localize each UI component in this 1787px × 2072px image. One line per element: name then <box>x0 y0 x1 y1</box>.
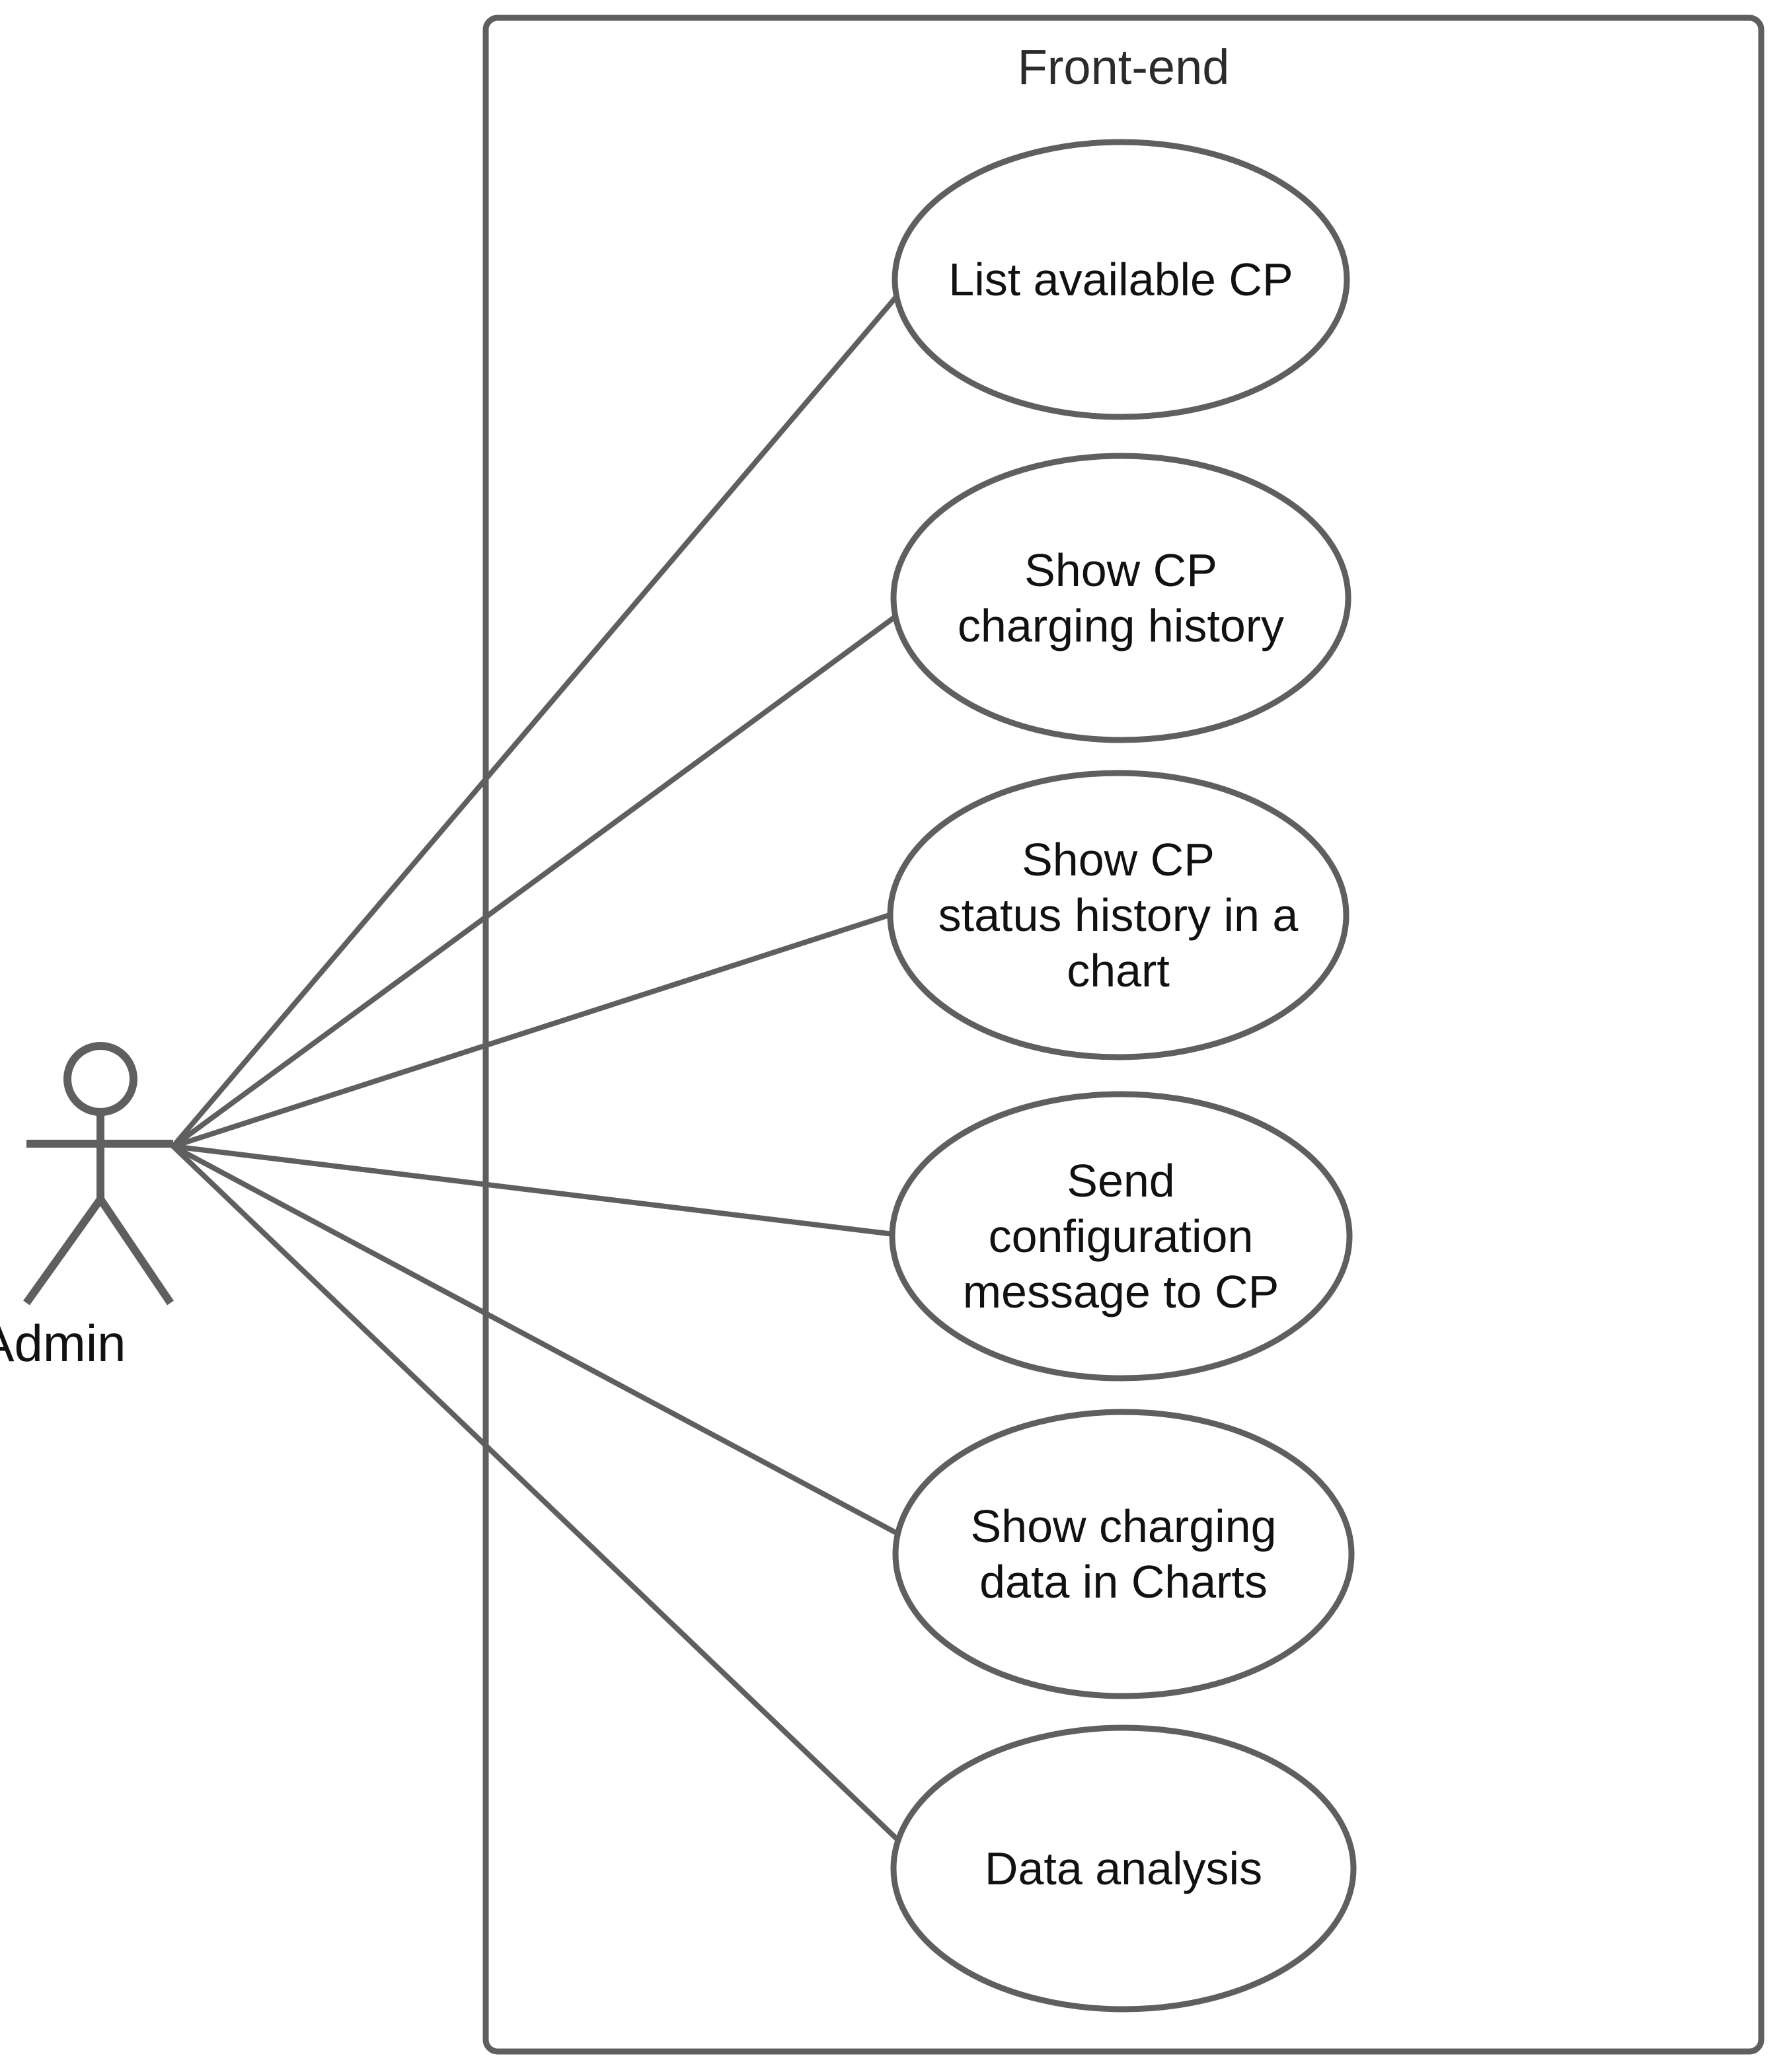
use-case-label-line: List available CP <box>948 254 1293 305</box>
actor-head-icon <box>63 1042 137 1116</box>
use-case-label-line: Show CP <box>1024 544 1217 596</box>
use-case-label-line: Show charging <box>970 1500 1276 1552</box>
association-line-show-cp-charging-history <box>171 610 903 1149</box>
use-case-ellipse <box>892 139 1350 420</box>
use-case-ellipse <box>887 770 1350 1060</box>
association-line-show-cp-status-history-chart <box>171 910 898 1149</box>
actor-right-leg-line <box>97 1197 174 1306</box>
use-case-label-line: message to CP <box>963 1266 1279 1317</box>
use-case-list-available-cp[interactable]: List available CP <box>892 139 1350 420</box>
use-case-label-line: charging history <box>958 600 1284 651</box>
use-case-ellipse <box>890 1724 1357 2013</box>
actor-admin[interactable]: Admin <box>0 1042 174 1372</box>
use-case-label-line: data in Charts <box>979 1556 1268 1608</box>
association-line-send-configuration-message-to-cp <box>171 1144 896 1237</box>
use-case-label-line: Data analysis <box>985 1843 1262 1894</box>
use-case-ellipse <box>890 453 1351 743</box>
system-boundary-title: Front-end <box>1018 40 1230 94</box>
use-case-label-line: status history in a <box>938 889 1299 941</box>
association-lines-group <box>171 288 904 1845</box>
use-case-data-analysis[interactable]: Data analysis <box>890 1724 1357 2013</box>
association-line-show-charging-data-in-charts <box>171 1144 901 1537</box>
association-line-list-available-cp <box>171 288 904 1149</box>
use-case-label-line: chart <box>1067 945 1170 996</box>
use-case-ellipse <box>889 1091 1353 1382</box>
system-boundary-box <box>482 15 1765 2055</box>
use-case-label-line: Send <box>1067 1155 1174 1206</box>
use-case-label-line: configuration <box>989 1210 1254 1262</box>
actor-label: Admin <box>0 1314 126 1372</box>
use-case-ellipse <box>892 1409 1355 1699</box>
actor-left-leg-line <box>23 1197 104 1306</box>
use-case-label-line: Show CP <box>1022 834 1215 885</box>
association-line-data-analysis <box>171 1144 903 1845</box>
